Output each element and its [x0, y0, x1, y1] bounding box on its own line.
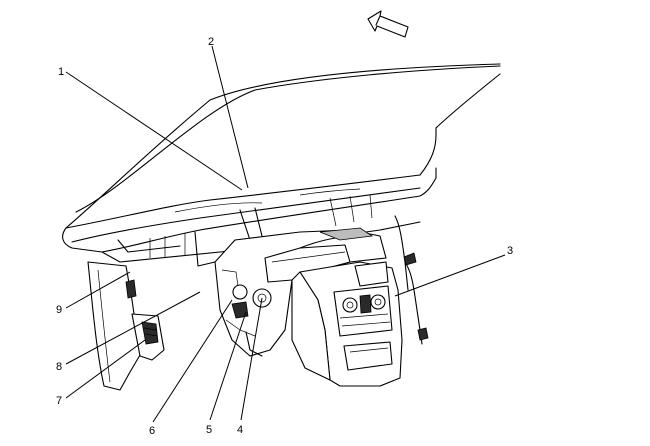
callout-7: 7 [56, 395, 62, 407]
center-stack [291, 261, 403, 387]
callout-8: 8 [56, 361, 62, 373]
callout-5: 5 [206, 424, 212, 436]
instrument-panel-carrier [101, 194, 429, 345]
left-end-panel [87, 261, 165, 391]
forward-arrow-icon [367, 10, 409, 38]
callout-4: 4 [237, 424, 243, 436]
callout-2: 2 [208, 36, 214, 48]
callout-9: 9 [56, 304, 62, 316]
callout-6: 6 [149, 425, 155, 437]
callout-labels: 1 2 3 4 5 6 7 8 9 [56, 36, 513, 437]
callout-1: 1 [58, 66, 64, 78]
leader-lines [65, 45, 506, 423]
callout-3: 3 [507, 245, 513, 257]
instrument-panel-upper-trim [62, 63, 501, 253]
